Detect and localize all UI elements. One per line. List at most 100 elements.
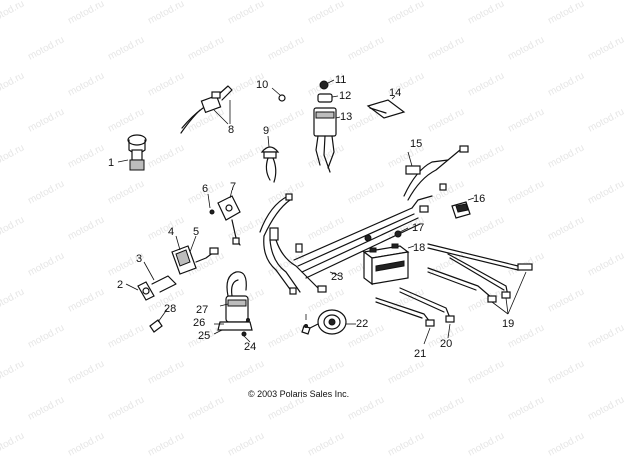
watermark-text: motod.ru <box>386 358 426 386</box>
callout-20: 20 <box>440 338 452 350</box>
part-1-switch <box>117 134 147 171</box>
watermark-text: motod.ru <box>546 142 586 170</box>
callout-28: 28 <box>164 303 176 315</box>
watermark-text: motod.ru <box>26 250 66 278</box>
callout-10: 10 <box>256 79 268 91</box>
watermark-text: motod.ru <box>266 322 306 350</box>
watermark-text: motod.ru <box>186 34 226 62</box>
part-2-3-sensor <box>125 261 177 301</box>
watermark-text: motod.ru <box>186 394 226 422</box>
part-17-18-battery <box>362 227 415 286</box>
watermark-text: motod.ru <box>466 430 506 458</box>
part-24-27-ignition-coil <box>213 271 253 343</box>
watermark-text: motod.ru <box>586 106 625 134</box>
watermark-text: motod.ru <box>546 430 586 458</box>
callout-23: 23 <box>331 271 343 283</box>
watermark-text: motod.ru <box>66 430 106 458</box>
watermark-text: motod.ru <box>66 214 106 242</box>
part-10-bulb <box>271 87 286 102</box>
callout-11: 11 <box>335 74 346 86</box>
watermark-text: motod.ru <box>146 430 186 458</box>
part-6-7-regulator <box>207 189 241 246</box>
watermark-text: motod.ru <box>146 70 186 98</box>
watermark-text: motod.ru <box>106 178 146 206</box>
watermark-text: motod.ru <box>306 0 346 27</box>
watermark-text: motod.ru <box>386 430 426 458</box>
callout-24: 24 <box>244 341 256 353</box>
watermark-text: motod.ru <box>546 358 586 386</box>
watermark-text: motod.ru <box>66 286 106 314</box>
watermark-text: motod.ru <box>386 0 426 27</box>
watermark-text: motod.ru <box>266 106 306 134</box>
callout-8: 8 <box>228 124 234 136</box>
watermark-text: motod.ru <box>586 394 625 422</box>
callout-9: 9 <box>263 125 269 137</box>
part-16-relay <box>451 197 475 219</box>
watermark-text: motod.ru <box>146 142 186 170</box>
watermark-text: motod.ru <box>66 142 106 170</box>
watermark-text: motod.ru <box>106 394 146 422</box>
watermark-text: motod.ru <box>506 34 546 62</box>
part-14-pad <box>366 95 406 119</box>
watermark-text: motod.ru <box>506 394 546 422</box>
watermark-text: motod.ru <box>226 214 266 242</box>
watermark-text: motod.ru <box>546 214 586 242</box>
watermark-text: motod.ru <box>306 214 346 242</box>
callout-3: 3 <box>136 253 142 265</box>
watermark-text: motod.ru <box>26 322 66 350</box>
callout-19: 19 <box>502 318 514 330</box>
watermark-text: motod.ru <box>0 358 26 386</box>
watermark-text: motod.ru <box>346 394 386 422</box>
part-22-horn <box>301 309 356 335</box>
watermark-text: motod.ru <box>106 106 146 134</box>
watermark-text: motod.ru <box>66 358 106 386</box>
watermark-text: motod.ru <box>426 106 466 134</box>
watermark-text: motod.ru <box>0 430 26 458</box>
watermark-text: motod.ru <box>226 430 266 458</box>
watermark-text: motod.ru <box>506 106 546 134</box>
callout-16: 16 <box>473 193 485 205</box>
watermark-text: motod.ru <box>26 394 66 422</box>
watermark-text: motod.ru <box>0 286 26 314</box>
part-9-lamp <box>260 135 280 183</box>
watermark-text: motod.ru <box>226 358 266 386</box>
watermark-text: motod.ru <box>546 286 586 314</box>
callout-27: 27 <box>196 304 208 316</box>
callout-25: 25 <box>198 330 210 342</box>
callout-2: 2 <box>117 279 123 291</box>
watermark-text: motod.ru <box>26 106 66 134</box>
callout-15: 15 <box>410 138 422 150</box>
watermark-text: motod.ru <box>26 178 66 206</box>
watermark-text: motod.ru <box>266 34 306 62</box>
watermark-text: motod.ru <box>586 34 625 62</box>
watermark-text: motod.ru <box>0 70 26 98</box>
watermark-text: motod.ru <box>226 142 266 170</box>
watermark-text: motod.ru <box>26 34 66 62</box>
callout-13: 13 <box>340 111 352 123</box>
watermark-text: motod.ru <box>106 34 146 62</box>
watermark-text: motod.ru <box>546 70 586 98</box>
watermark-text: motod.ru <box>306 142 346 170</box>
part-11-13-relay <box>313 79 341 173</box>
callout-4: 4 <box>168 226 174 238</box>
watermark-text: motod.ru <box>586 178 625 206</box>
part-8-throttle-switch <box>180 85 233 134</box>
callout-1: 1 <box>108 157 114 169</box>
watermark-text: motod.ru <box>586 250 625 278</box>
watermark-text: motod.ru <box>66 0 106 27</box>
callout-14: 14 <box>389 87 401 99</box>
callout-12: 12 <box>339 90 351 102</box>
watermark-text: motod.ru <box>0 214 26 242</box>
callout-6: 6 <box>202 183 208 195</box>
watermark-text: motod.ru <box>506 178 546 206</box>
watermark-text: motod.ru <box>426 394 466 422</box>
callout-26: 26 <box>193 317 205 329</box>
callout-5: 5 <box>193 226 199 238</box>
watermark-text: motod.ru <box>426 178 466 206</box>
callout-18: 18 <box>413 242 425 254</box>
watermark-text: motod.ru <box>0 0 26 27</box>
watermark-text: motod.ru <box>306 430 346 458</box>
watermark-text: motod.ru <box>346 34 386 62</box>
